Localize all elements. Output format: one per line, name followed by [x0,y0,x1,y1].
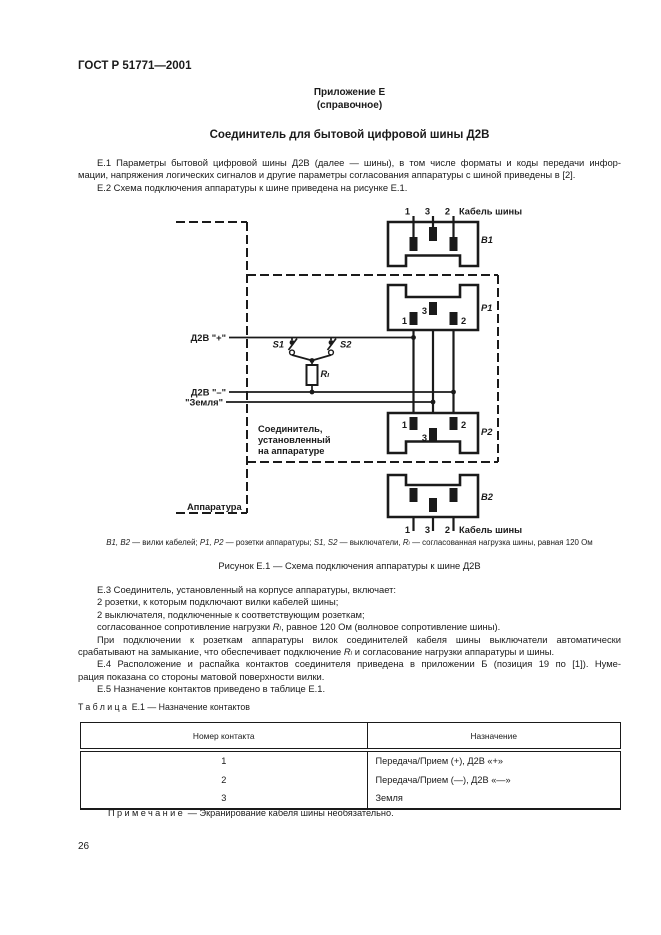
svg-text:установленный: установленный [258,435,331,445]
table-header-row: Номер контакта Назначение [80,722,621,752]
paragraph-line: Е.3 Соединитель, установленный на корпус… [97,584,397,595]
p2-pin-label: 3 [422,433,427,443]
col-header-contact-number: Номер контакта [80,722,368,752]
switch-s2: S2 [311,337,352,362]
switch-s1-label: S1 [273,340,284,350]
table-row: 3 Земля [80,789,621,809]
svg-text:на аппаратуре: на аппаратуре [258,446,324,456]
socket-p2: 1 3 2 Р2 [386,411,493,455]
b1-pin-label: 2 [445,207,450,217]
apparatus-boundary-dashed [176,221,248,514]
paragraph-line: рация показана со стороны матовой поверх… [78,670,325,682]
col-header-purpose: Назначение [367,722,621,752]
table-row: 2 Передача/Прием (—), Д2В «—» [80,770,621,789]
paragraph-line: мации, напряжения логических сигналов и … [78,169,576,181]
bus-cable-label-top: Кабель шины [459,207,522,217]
b2-pin-label: 2 [445,525,450,535]
plug-b2: 1 3 2 Кабель шины В2 [386,473,522,535]
load-resistor: Rₗ [305,358,330,395]
paragraph-line: 2 выключателя, подключенные к соответств… [97,608,365,620]
paragraph-line: Е.4 Расположение и распайка контактов со… [97,658,621,670]
figure-e1-diagram: 1 3 2 Кабель шины В1 1 3 2 Р1 [176,207,522,535]
contact-purpose: Передача/Прием (—), Д2В «—» [375,774,511,785]
paragraph-line: Е.5 Назначение контактов приведено в таб… [97,683,326,695]
paragraph-line: Е.2 Схема подключения аппаратуры к шине … [97,181,408,193]
socket-p1: 1 3 2 Р1 [386,283,492,332]
paragraph-line: срабатывают на замыкание, что обеспечива… [78,646,555,658]
switch-s1: S1 [273,337,313,362]
paragraph-line: 2 розетки, к которым подключают вилки ка… [97,596,339,608]
contact-purpose: Передача/Прием (+), Д2В «+» [375,756,503,767]
contacts-table: Номер контакта Назначение 1 Передача/При… [80,722,621,810]
socket-p1-label: Р1 [481,303,492,313]
page-number: 26 [78,841,90,852]
paragraph-line: согласованное сопротивление нагрузки Rₗ,… [97,621,501,633]
resistor-label: Rₗ [321,369,330,379]
p2-pin-label: 2 [461,420,466,430]
intro-paragraphs: Е.1 Параметры бытовой цифровой шины Д2В … [78,157,621,194]
figure-title: Рисунок Е.1 — Схема подключения аппарату… [218,560,481,571]
appendix-note: (справочное) [316,100,383,111]
table-note: Примечание — Экранирование кабеля шины н… [108,808,394,818]
table-caption: Таблица Е.1 — Назначение контактов [78,702,250,712]
standard-number: ГОСТ Р 51771—2001 [78,60,192,72]
figure-caption: В1, В2 — вилки кабелей; Р1, Р2 — розетки… [106,538,593,547]
ground-label: "Земля" [185,398,223,408]
p1-pin-label: 3 [422,306,427,316]
svg-text:Соединитель,: Соединитель, [258,424,322,434]
connector-unit-note: Соединитель, установленный на аппаратуре [258,424,331,456]
plug-b1: 1 3 2 Кабель шины В1 [386,207,522,268]
table-row: 1 Передача/Прием (+), Д2В «+» [80,750,621,771]
b2-pin-label: 1 [405,525,410,535]
bus-cable-label-bottom: Кабель шины [459,525,522,535]
paragraph-line: При подключении к розеткам аппаратуры ви… [97,633,621,645]
appendix-title: Соединитель для бытовой цифровой шины Д2… [209,129,490,141]
p2-pin-label: 1 [402,420,407,430]
contact-number: 2 [80,770,368,789]
bus-wires [412,330,455,413]
b2-pin-label: 3 [425,525,430,535]
d2b-plus-label: Д2В "+" [191,333,226,343]
switch-s2-label: S2 [340,340,352,350]
p1-pin-label: 2 [461,316,466,326]
body-paragraphs: Е.3 Соединитель, установленный на корпус… [78,584,621,696]
appendix-label: Приложение Е [313,87,386,98]
b1-pin-label: 1 [405,207,410,217]
plug-b2-label: В2 [481,492,494,502]
p1-pin-label: 1 [402,316,407,326]
paragraph-line: Е.1 Параметры бытовой цифровой шины Д2В … [97,157,621,168]
b1-pin-label: 3 [425,207,430,217]
apparatus-label: Аппаратура [187,502,242,512]
d2b-minus-label: Д2В "–" [191,388,226,398]
contact-purpose: Земля [375,793,403,804]
contact-number: 1 [80,750,368,771]
plug-b1-label: В1 [481,235,493,245]
socket-p2-label: Р2 [481,427,493,437]
connector-unit-box-dashed [247,274,499,463]
signal-lines: Д2В "+" Д2В "–" "Земля" [185,333,456,408]
contact-number: 3 [80,789,368,809]
